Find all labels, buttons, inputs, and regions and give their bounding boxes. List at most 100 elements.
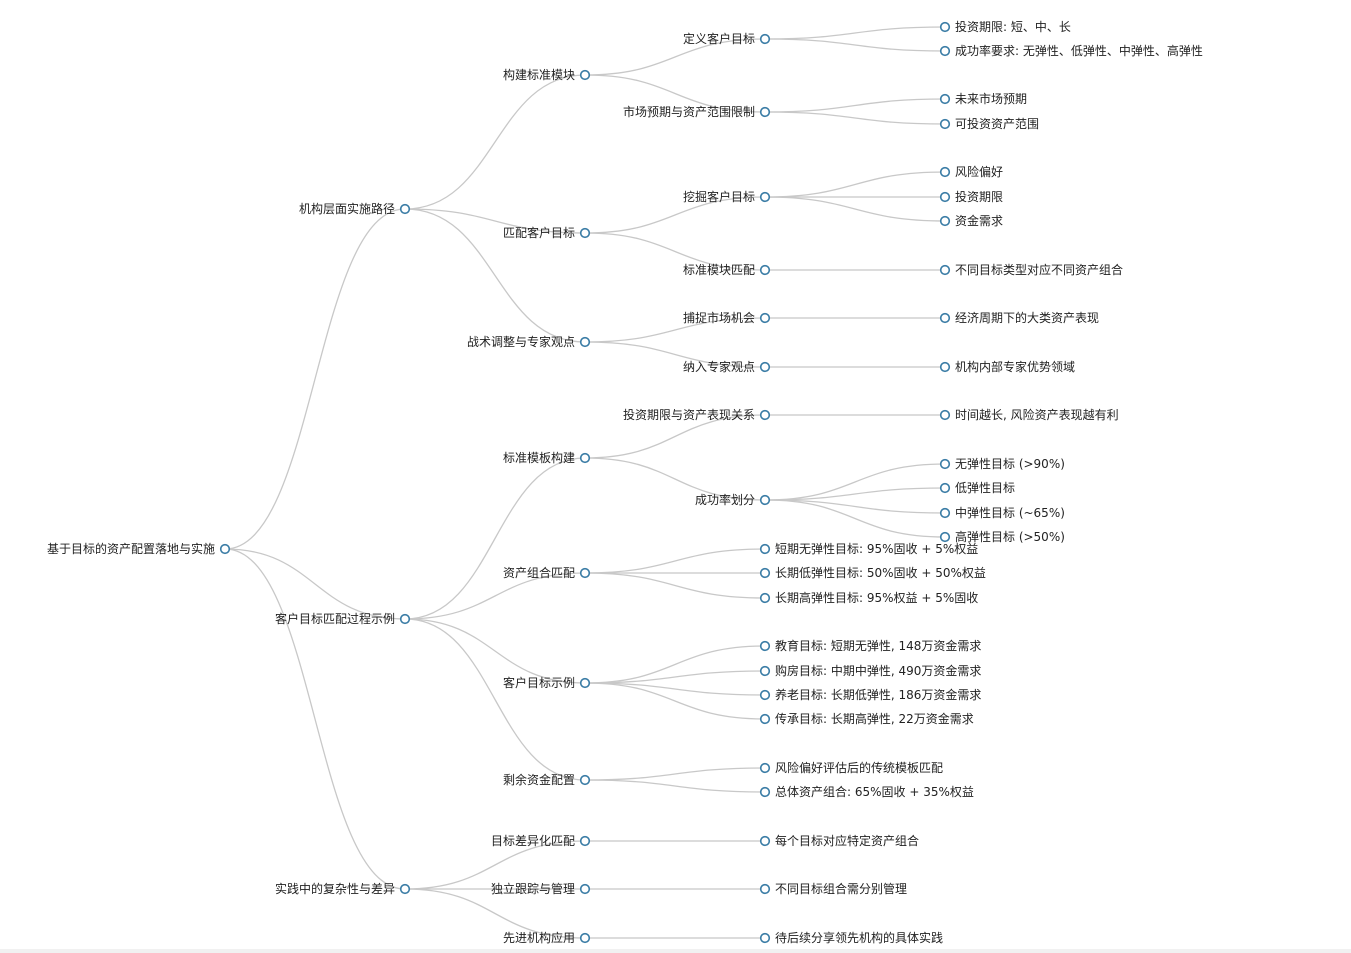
node-toggle-circle[interactable] [939,361,951,373]
mindmap-node-1-2-2[interactable]: 养老目标: 长期低弹性, 186万资金需求 [759,687,982,702]
mindmap-node-0-2-1[interactable]: 纳入专家观点 [683,359,771,374]
mindmap-node-1-2[interactable]: 客户目标示例 [503,675,591,690]
node-toggle-circle[interactable] [939,118,951,130]
mindmap-node-1-0[interactable]: 标准模板构建 [503,450,591,465]
mindmap-node-0-0-0-0[interactable]: 投资期限: 短、中、长 [939,19,1071,34]
mindmap-node-2-2-0[interactable]: 待后续分享领先机构的具体实践 [759,930,943,945]
node-toggle-circle[interactable] [759,762,771,774]
node-label: 实践中的复杂性与差异 [275,881,395,896]
mindmap-node-0-0-1-0[interactable]: 未来市场预期 [939,91,1027,106]
node-toggle-circle[interactable] [759,312,771,324]
mindmap-node-1-2-0[interactable]: 教育目标: 短期无弹性, 148万资金需求 [759,638,982,653]
node-toggle-circle[interactable] [939,45,951,57]
mindmap-node-0-1-0-0[interactable]: 风险偏好 [939,164,1003,179]
mindmap-node-2-1-0[interactable]: 不同目标组合需分别管理 [759,881,907,896]
mindmap-node-0-0[interactable]: 构建标准模块 [503,67,591,82]
mindmap-node-1-2-1[interactable]: 购房目标: 中期中弹性, 490万资金需求 [759,663,982,678]
mindmap-node-1-1-2[interactable]: 长期高弹性目标: 95%权益 + 5%固收 [759,590,979,605]
mindmap-node-0-2-1-0[interactable]: 机构内部专家优势领域 [939,359,1075,374]
node-toggle-circle[interactable] [939,166,951,178]
node-toggle-circle[interactable] [759,106,771,118]
node-toggle-circle[interactable] [579,774,591,786]
link-1-2-0 [584,645,766,684]
node-toggle-circle[interactable] [759,191,771,203]
node-toggle-circle[interactable] [759,689,771,701]
mindmap-node-0-1[interactable]: 匹配客户目标 [503,225,591,240]
node-toggle-circle[interactable] [759,665,771,677]
mindmap-node-1-0-1-0[interactable]: 无弹性目标 (>90%) [939,457,1065,471]
node-toggle-circle[interactable] [399,883,411,895]
node-toggle-circle[interactable] [759,640,771,652]
node-toggle-circle[interactable] [939,191,951,203]
node-toggle-circle[interactable] [399,613,411,625]
node-toggle-circle[interactable] [939,21,951,33]
node-toggle-circle[interactable] [759,883,771,895]
node-toggle-circle[interactable] [399,203,411,215]
mindmap-node-1-1[interactable]: 资产组合匹配 [503,565,591,580]
node-toggle-circle[interactable] [759,543,771,555]
node-toggle-circle[interactable] [939,264,951,276]
mindmap-node-2-0[interactable]: 目标差异化匹配 [491,834,591,848]
mindmap-node-0-0-1[interactable]: 市场预期与资产范围限制 [623,104,771,119]
node-toggle-circle[interactable] [759,835,771,847]
node-toggle-circle[interactable] [939,312,951,324]
mindmap-node-0-1-0-1[interactable]: 投资期限 [939,189,1003,204]
node-toggle-circle[interactable] [939,531,951,543]
mindmap-node-0-1-1-0[interactable]: 不同目标类型对应不同资产组合 [939,262,1123,277]
mindmap-node-1-0-1-3[interactable]: 高弹性目标 (>50%) [939,529,1065,544]
node-toggle-circle[interactable] [759,592,771,604]
node-toggle-circle[interactable] [759,932,771,944]
node-toggle-circle[interactable] [939,93,951,105]
mindmap-node-0-0-0[interactable]: 定义客户目标 [683,31,771,46]
node-toggle-circle[interactable] [759,786,771,798]
node-toggle-circle[interactable] [759,713,771,725]
node-toggle-circle[interactable] [579,835,591,847]
mindmap-node-0-2-0[interactable]: 捕捉市场机会 [683,310,771,325]
mindmap-node-2-0-0[interactable]: 每个目标对应特定资产组合 [759,833,919,848]
node-toggle-circle[interactable] [579,452,591,464]
node-toggle-circle[interactable] [579,336,591,348]
mindmap-node-1-3-0[interactable]: 风险偏好评估后的传统模板匹配 [759,760,943,775]
mindmap-node-2-1[interactable]: 独立跟踪与管理 [491,881,591,896]
node-toggle-circle[interactable] [759,361,771,373]
mindmap-node-0-1-1[interactable]: 标准模块匹配 [683,263,771,277]
node-toggle-circle[interactable] [759,33,771,45]
node-toggle-circle[interactable] [579,932,591,944]
node-toggle-circle[interactable] [939,507,951,519]
node-toggle-circle[interactable] [219,543,231,555]
node-toggle-circle[interactable] [579,883,591,895]
mindmap-node-1-0-0[interactable]: 投资期限与资产表现关系 [623,407,771,422]
mindmap-node-1-1-0[interactable]: 短期无弹性目标: 95%固收 + 5%权益 [759,542,979,556]
node-toggle-circle[interactable] [579,677,591,689]
mindmap-node-0[interactable]: 机构层面实施路径 [299,201,411,216]
mindmap-node-1-0-1-1[interactable]: 低弹性目标 [939,481,1015,495]
mindmap-node-0-1-0[interactable]: 挖掘客户目标 [683,189,771,204]
node-toggle-circle[interactable] [759,494,771,506]
node-toggle-circle[interactable] [759,264,771,276]
mindmap-node-1-2-3[interactable]: 传承目标: 长期高弹性, 22万资金需求 [759,711,974,726]
node-toggle-circle[interactable] [939,458,951,470]
node-toggle-circle[interactable] [939,215,951,227]
mindmap-node-0-2-0-0[interactable]: 经济周期下的大类资产表现 [939,310,1099,325]
mindmap-node-1[interactable]: 客户目标匹配过程示例 [275,611,411,626]
node-toggle-circle[interactable] [579,567,591,579]
mindmap-node-root[interactable]: 基于目标的资产配置落地与实施 [47,541,231,556]
mindmap-node-1-0-1-2[interactable]: 中弹性目标 (~65%) [939,505,1065,520]
mindmap-node-1-0-1[interactable]: 成功率划分 [695,492,771,507]
node-toggle-circle[interactable] [759,409,771,421]
mindmap-node-1-3[interactable]: 剩余资金配置 [503,772,591,787]
mindmap-node-0-0-1-1[interactable]: 可投资资产范围 [939,116,1039,131]
node-toggle-circle[interactable] [579,227,591,239]
mindmap-node-1-1-1[interactable]: 长期低弹性目标: 50%固收 + 50%权益 [759,566,986,580]
mindmap-node-0-2[interactable]: 战术调整与专家观点 [467,334,591,349]
node-toggle-circle[interactable] [759,567,771,579]
mindmap-node-0-1-0-2[interactable]: 资金需求 [939,213,1003,228]
node-toggle-circle[interactable] [579,69,591,81]
mindmap-node-2-2[interactable]: 先进机构应用 [503,930,591,945]
mindmap-node-1-0-0-0[interactable]: 时间越长, 风险资产表现越有利 [939,407,1119,422]
mindmap-node-2[interactable]: 实践中的复杂性与差异 [275,881,411,896]
node-toggle-circle[interactable] [939,409,951,421]
node-toggle-circle[interactable] [939,482,951,494]
mindmap-node-0-0-0-1[interactable]: 成功率要求: 无弹性、低弹性、中弹性、高弹性 [939,43,1203,58]
mindmap-node-1-3-1[interactable]: 总体资产组合: 65%固收 + 35%权益 [759,784,974,799]
